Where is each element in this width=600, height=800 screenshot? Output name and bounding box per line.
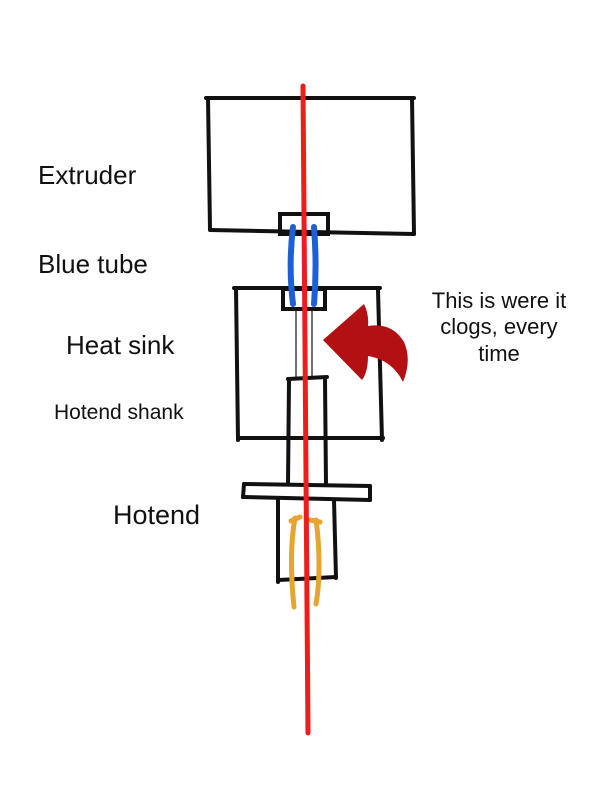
clog-annotation-line: clogs, every (440, 314, 558, 340)
blue-tube-label: Blue tube (38, 249, 148, 279)
blue-tube-marks (287, 224, 319, 307)
extruder-label: Extruder (38, 160, 137, 190)
heat-sink-label: Heat sink (66, 330, 175, 360)
clog-annotation: This is were it clogs, every time (404, 288, 594, 367)
heat-break-bore (295, 310, 313, 378)
clog-annotation-line: time (478, 340, 520, 366)
clog-pointer-arrow (323, 304, 408, 382)
clog-annotation-line: This is were it (431, 288, 567, 313)
hotend-shank-label: Hotend shank (54, 401, 184, 424)
filament-path-line (300, 83, 311, 736)
hotend-label: Hotend (113, 500, 201, 530)
hotend-insert-marks (288, 514, 323, 610)
